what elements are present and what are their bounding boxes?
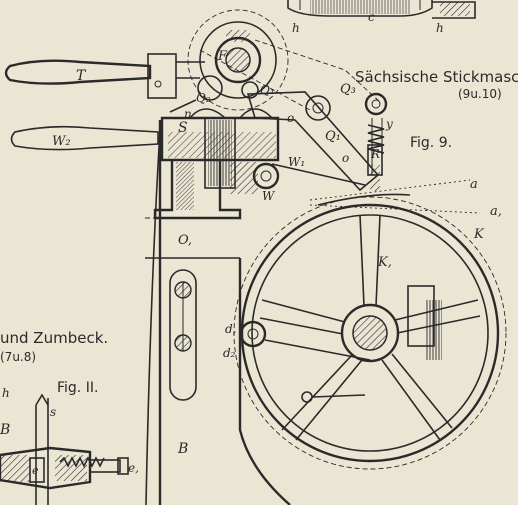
ref-left: (7u.8) (0, 350, 36, 364)
label-n: n (184, 107, 192, 121)
bracket-S (153, 108, 280, 220)
label-h-top-right: h (436, 21, 444, 35)
label-s: s (50, 405, 56, 419)
linkage (199, 39, 388, 192)
label-h-left: h (2, 386, 10, 400)
lever-T (4, 53, 205, 99)
label-F: F (217, 49, 228, 64)
label-Q2: Q₂ (196, 91, 211, 105)
label-h-top-left: h (292, 21, 300, 35)
title-left: und Zumbeck. (0, 329, 108, 347)
label-Q3: Q₃ (340, 82, 356, 97)
label-Q1-top: Q₁ (260, 83, 275, 97)
label-y: y (385, 117, 393, 131)
fig9-caption: Fig. 9. (410, 135, 452, 151)
fig11-caption: Fig. II. (57, 380, 98, 396)
label-o-bot: o (342, 151, 349, 165)
label-a1: a, (490, 204, 502, 219)
label-d2: d₂ (223, 346, 236, 360)
machine-frame (145, 120, 291, 505)
lever-W2 (10, 125, 159, 151)
label-O1: O, (178, 233, 192, 248)
rails (309, 179, 481, 214)
label-e: e (32, 464, 39, 477)
title-right: Sächsische Stickmasch (355, 68, 518, 86)
label-B: B (177, 441, 188, 457)
label-a: a (470, 177, 478, 192)
label-e1: e, (128, 461, 139, 475)
wheel-K (233, 196, 507, 470)
ref-right: (9u.10) (458, 87, 502, 101)
label-o-top: o (287, 111, 294, 125)
label-d1: d, (225, 322, 237, 336)
label-K: K (473, 227, 485, 242)
label-S: S (178, 120, 188, 136)
top-fragment (287, 0, 476, 19)
upper-shaft (169, 9, 289, 113)
label-W1: W₁ (288, 155, 305, 169)
label-B-left: B (0, 422, 10, 438)
label-T: T (76, 68, 87, 84)
label-W: W (262, 189, 276, 203)
label-Q1: Q₁ (325, 129, 341, 144)
label-R: R (370, 147, 380, 161)
label-c-top: c (368, 10, 375, 24)
label-K1: K, (377, 255, 392, 270)
fig11-fragment (0, 393, 129, 505)
label-W2: W₂ (52, 134, 71, 149)
